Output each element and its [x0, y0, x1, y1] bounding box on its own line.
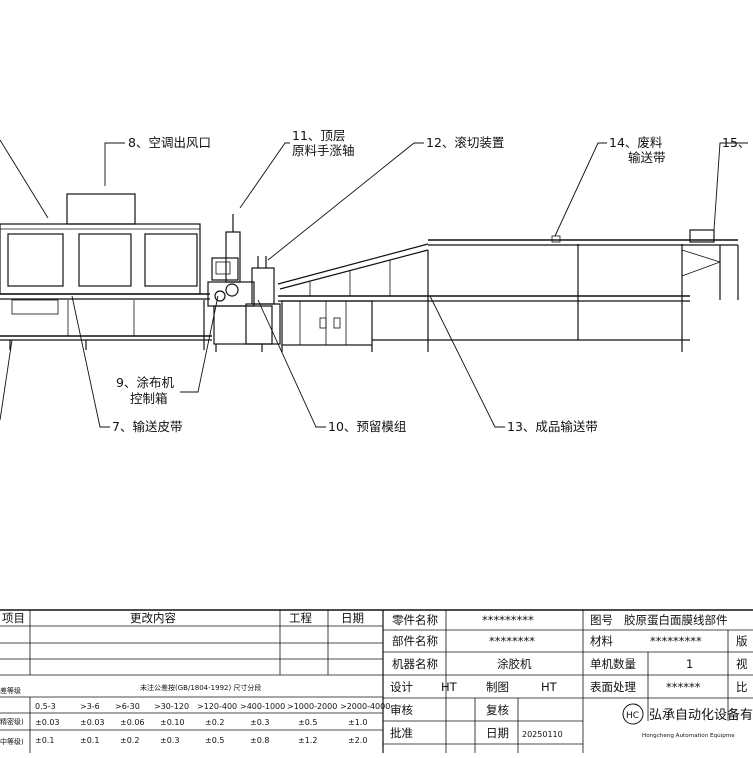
machine-name-label: 机器名称	[392, 657, 438, 671]
callout-11-line1: 11、顶层	[292, 128, 345, 143]
tolerance-range: >120-400	[197, 702, 237, 711]
callout-13: 13、成品输送带	[507, 419, 598, 434]
title-block: 零件名称 ********* 部件名称 ******** 机器名称 涂胶机 图号…	[383, 610, 753, 753]
design-label: 设计	[390, 680, 413, 694]
callout-10: 10、预留模组	[328, 419, 406, 434]
view-label: 视	[736, 657, 748, 671]
drying-oven	[0, 193, 212, 350]
tolerance-value-medium: ±0.2	[120, 736, 139, 745]
tolerance-range: >3-6	[80, 702, 100, 711]
coating-unit	[207, 214, 281, 352]
tolerance-range: >1000-2000	[287, 702, 337, 711]
part-name-value: *********	[482, 613, 534, 627]
tolerance-value-medium: ±0.3	[160, 736, 179, 745]
callout-7: 7、输送皮带	[112, 419, 182, 434]
scale-label: 比	[736, 680, 748, 694]
callout-8: 8、空调出风口	[128, 135, 211, 150]
leader-lines	[0, 139, 748, 428]
machine-drawing	[0, 193, 739, 352]
tolerance-range: >400-1000	[240, 702, 285, 711]
callout-14-line2: 输送带	[628, 150, 666, 165]
drawing-number-value: 胶原蛋白面膜线部件	[624, 613, 728, 627]
tolerance-grade-label: 差等级	[0, 686, 21, 695]
approve-label: 批准	[390, 726, 413, 740]
tolerance-value-medium: ±0.8	[250, 736, 269, 745]
tolerance-value-medium: ±0.1	[80, 736, 99, 745]
part-name-label: 零件名称	[392, 613, 438, 627]
callout-9-line2: 控制箱	[130, 391, 168, 406]
tolerance-value-precise: ±0.03	[35, 718, 60, 727]
callout-9-line1: 9、涂布机	[116, 375, 174, 390]
version-label: 版	[736, 634, 748, 648]
draw-value: HT	[541, 680, 558, 694]
callout-11-line2: 原料手涨轴	[292, 143, 355, 158]
waste-conveyor	[277, 229, 739, 300]
machine-name-value: 涂胶机	[497, 657, 532, 671]
review-label: 复核	[486, 703, 509, 717]
material-value: *********	[650, 634, 702, 648]
tolerance-range: >2000-4000	[340, 702, 390, 711]
tolerance-value-precise: ±0.5	[298, 718, 317, 727]
tolerance-range: 0.5-3	[35, 702, 56, 711]
tolerance-range: >6-30	[115, 702, 140, 711]
drawing-number-label: 图号	[590, 613, 613, 627]
product-conveyor	[278, 244, 690, 352]
draw-label: 制图	[486, 680, 509, 694]
design-value: HT	[441, 680, 458, 694]
tolerance-value-medium: ±2.0	[348, 736, 367, 745]
company-logo: HC	[622, 703, 644, 725]
surface-treatment-value: ******	[666, 680, 701, 694]
surface-treatment-label: 表面处理	[590, 680, 636, 694]
tolerance-title: 未注公差按(GB/1804-1992) 尺寸分段	[140, 683, 261, 692]
tolerance-value-precise: ±0.03	[80, 718, 105, 727]
revision-col-date: 日期	[341, 611, 364, 625]
component-name-value: ********	[489, 634, 535, 648]
tolerance-value-precise: ±0.10	[160, 718, 185, 727]
tolerance-value-precise: ±1.0	[348, 718, 367, 727]
tolerance-value-precise: ±0.06	[120, 718, 145, 727]
callout-15: 15、	[722, 135, 750, 150]
date-label: 日期	[486, 726, 509, 740]
component-name-label: 部件名称	[392, 634, 438, 648]
date-value: 20250110	[522, 730, 563, 739]
check-label: 审核	[390, 703, 413, 717]
callout-labels: 8、空调出风口 11、顶层 原料手涨轴 12、滚切装置 14、废料 输送带 15…	[112, 128, 750, 434]
company-name: 弘承自动化设备有	[649, 707, 753, 723]
quantity-value: 1	[686, 657, 693, 671]
revision-col-content: 更改内容	[130, 611, 176, 625]
tolerance-value-precise: ±0.2	[205, 718, 224, 727]
tolerance-value-medium: ±1.2	[298, 736, 317, 745]
tolerance-range: >30-120	[154, 702, 189, 711]
tolerance-row1-label: 精密级)	[0, 717, 24, 726]
tolerance-value-medium: ±0.5	[205, 736, 224, 745]
tolerance-row2-label: 中等级)	[0, 737, 24, 746]
callout-14-line1: 14、废料	[609, 135, 663, 150]
company-name-english: Hongcheng Automation Equipme	[642, 733, 735, 739]
tolerance-value-medium: ±0.1	[35, 736, 54, 745]
tolerance-value-precise: ±0.3	[250, 718, 269, 727]
callout-12: 12、滚切装置	[426, 135, 504, 150]
material-label: 材料	[590, 634, 613, 648]
revision-col-item: 项目	[2, 611, 25, 625]
revision-block: 项目 更改内容 工程 日期	[0, 610, 384, 753]
tolerance-table: 差等级 未注公差按(GB/1804-1992) 尺寸分段 精密级) 中等级) 0…	[0, 683, 390, 753]
company-logo-text: HC	[626, 711, 639, 721]
quantity-label: 单机数量	[590, 657, 636, 671]
revision-col-engineer: 工程	[289, 611, 312, 625]
